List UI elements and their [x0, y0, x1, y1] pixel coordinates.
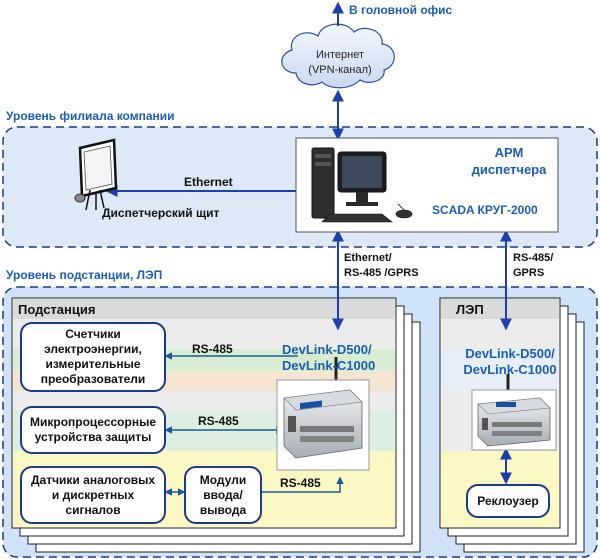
internet-line1: Интернет [316, 49, 364, 61]
link-right-line1: RS-485/ [513, 252, 554, 264]
rs485-label-3: RS-485 [280, 476, 321, 490]
dispatch-board-icon [74, 138, 118, 211]
io-box: Модули ввода/ вывода [184, 466, 262, 524]
link-left-line1: Ethernet/ [344, 252, 392, 264]
meters-box: Счетчики электроэнергии, измерительные п… [20, 322, 166, 392]
branch-level-label: Уровень филиала компании [6, 109, 175, 123]
rs485-label-1: RS-485 [192, 342, 233, 356]
internet-line2: (VPN-канал) [308, 64, 372, 76]
substation-level-label: Уровень подстанции, ЛЭП [6, 268, 163, 282]
sensors-box: Датчики аналоговых и дискретных сигналов [20, 466, 166, 524]
internet-label: Интернет (VPN-канал) [300, 48, 380, 78]
scada-label: SCADA КРУГ-2000 [432, 203, 538, 217]
devlink-device-substation [276, 357, 370, 471]
computer-icon [311, 147, 413, 223]
top-label: В головной офис [349, 3, 453, 17]
substation-title: Подстанция [18, 302, 96, 317]
link-left-label: Ethernet/ RS-485 /GPRS [344, 251, 419, 281]
devlink-substation-label: DevLink-D500/ DevLink-C1000 [282, 342, 375, 374]
devlink-substation-line1: DevLink-D500/ [282, 342, 372, 357]
devlink-powerline-line1: DevLink-D500/ [465, 346, 555, 361]
recloser-box: Реклоузер [466, 484, 550, 518]
arrow-io [262, 476, 344, 493]
devlink-powerline-label: DevLink-D500/ DevLink-C1000 [458, 346, 562, 378]
devlink-device-powerline [471, 374, 557, 451]
link-right-label: RS-485/ GPRS [513, 251, 553, 281]
link-right-line2: GPRS [513, 267, 545, 279]
ethernet-label: Ethernet [184, 175, 233, 189]
devlink-powerline-line2: DevLink-C1000 [463, 362, 557, 377]
arm-title: АРМ диспетчера [466, 144, 552, 178]
rs485-label-2: RS-485 [198, 414, 239, 428]
arm-line1: АРМ [494, 145, 524, 160]
powerline-title: ЛЭП [456, 302, 484, 317]
arm-line2: диспетчера [471, 162, 547, 177]
internet-cloud [281, 23, 395, 89]
dispatch-board-label: Диспетчерский щит [102, 206, 220, 220]
protection-box: Микропроцессорные устройства защиты [20, 406, 166, 454]
link-left-line2: RS-485 /GPRS [344, 267, 419, 279]
devlink-substation-line2: DevLink-C1000 [282, 358, 376, 373]
